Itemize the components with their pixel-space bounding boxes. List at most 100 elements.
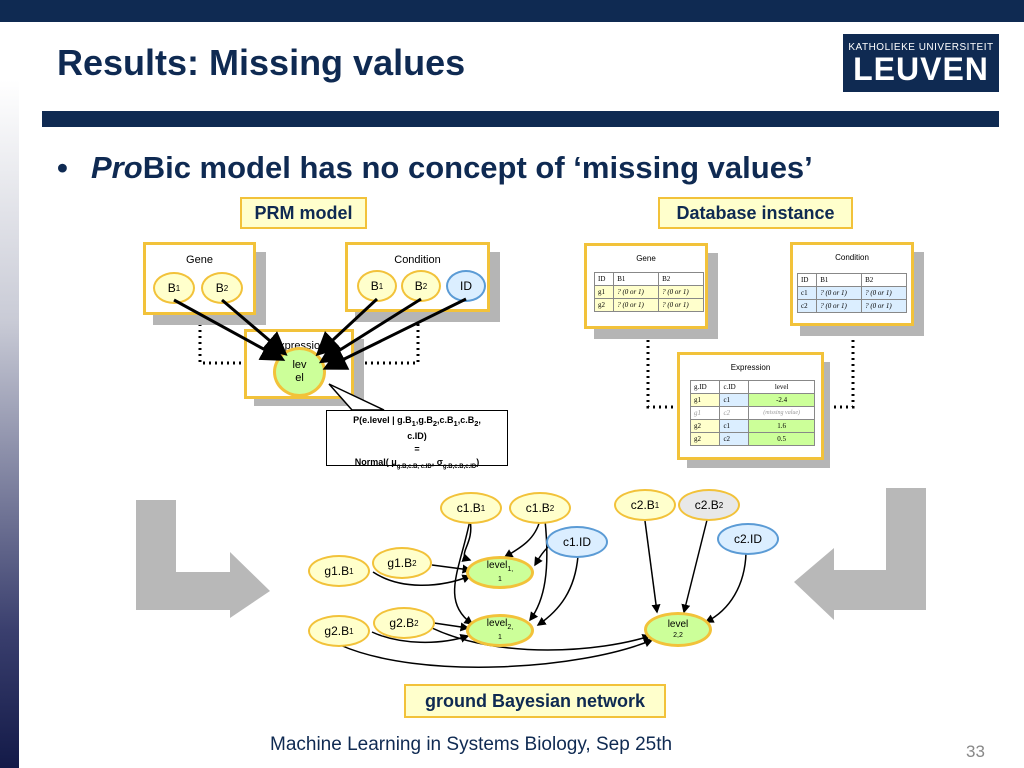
node-label: c1.B: [525, 501, 550, 515]
table-row: ID B1 B2: [796, 273, 907, 287]
node-sub: 1: [378, 281, 384, 291]
node-sub: 2: [412, 558, 417, 568]
f: ): [476, 456, 480, 467]
level-line1: lev: [292, 359, 307, 371]
node-sub: 1: [654, 500, 660, 510]
f: g.B,c.B, c.ID: [396, 463, 432, 470]
bullet-italic: Pro: [91, 150, 143, 185]
node-sub: 2: [549, 503, 555, 513]
prm-condition-id-node: ID: [446, 270, 486, 302]
f: g.B,c.B,c.ID: [442, 463, 477, 470]
node-label: g2.B: [324, 624, 350, 638]
university-logo: KATHOLIEKE UNIVERSITEIT LEUVEN: [843, 34, 999, 92]
db-gene-title: Gene: [636, 254, 656, 263]
table-cell: c2: [796, 299, 818, 313]
node-label: level1,: [487, 560, 514, 575]
left-gradient-strip: [0, 80, 19, 768]
bullet-marker: •: [57, 150, 68, 185]
logo-big-text: LEUVEN: [853, 51, 989, 87]
f: ,g.B: [415, 415, 433, 425]
node-sub: 1: [349, 566, 354, 576]
f: ,c.B: [457, 415, 475, 425]
db-condition-table: ID B1 B2 c1 ? (0 or 1) ? (0 or 1) c2 ? (…: [796, 273, 907, 313]
f: 2: [432, 418, 437, 428]
node-label: g2.B: [389, 616, 415, 630]
f: 1: [453, 418, 458, 428]
node-sub: 2,: [507, 623, 514, 631]
f: Normal( μ: [354, 456, 397, 467]
node-label: B: [370, 279, 379, 293]
table-cell: c1: [719, 393, 750, 407]
node-sub: 2: [414, 618, 419, 628]
f: , σ: [431, 456, 443, 467]
f: ,: [478, 415, 481, 425]
table-cell: ID: [593, 272, 615, 286]
table-row: g.ID c.ID level: [689, 380, 815, 394]
table-cell: c1: [719, 419, 750, 433]
table-cell: ? (0 or 1): [861, 299, 907, 313]
node-label: B: [215, 281, 224, 295]
node-c2-id: c2.ID: [717, 523, 779, 555]
table-row: g2 c1 1.6: [689, 419, 815, 433]
formula-line2: c.ID): [407, 430, 427, 441]
table-cell: ? (0 or 1): [613, 298, 660, 312]
ground-bayesian-network-label: ground Bayesian network: [404, 684, 666, 718]
formula-line3: =: [414, 443, 420, 454]
table-row: c1 ? (0 or 1) ? (0 or 1): [796, 286, 907, 300]
prm-gene-title: Gene: [186, 254, 213, 266]
level-line2: el: [295, 372, 304, 384]
node-sub2: 1: [498, 575, 502, 583]
top-bar: [0, 0, 1024, 22]
node-c1-id: c1.ID: [546, 526, 608, 558]
footer-text: Machine Learning in Systems Biology, Sep…: [270, 734, 673, 755]
node-sub: 1: [480, 503, 486, 513]
bullet-text: Bic model has no concept of ‘missing val…: [142, 150, 813, 185]
header-divider-bar: [42, 111, 999, 127]
formula-line1: P(e.level | g.B1,g.B2,c.B1,c.B2,: [327, 414, 507, 430]
table-cell: g1: [689, 393, 721, 407]
node-level-1-1: level1, 1: [466, 556, 534, 589]
table-row: g2 c2 0.5: [689, 432, 815, 446]
table-cell: g2: [689, 419, 721, 433]
db-condition-title: Condition: [835, 253, 869, 262]
node-sub: 2: [422, 281, 428, 291]
node-label: B: [414, 279, 423, 293]
db-expression-table: g.ID c.ID level g1 c1 -2.4 g1 c2 (missin…: [689, 380, 815, 446]
node-label: level2,: [487, 618, 514, 633]
slide-title: Results: Missing values: [57, 42, 466, 83]
node-sub: 1,: [507, 565, 514, 573]
node-sub: 1: [175, 283, 181, 293]
f: P(e.level | g.B: [353, 415, 412, 425]
node-sub: 2: [223, 283, 229, 293]
right-big-arrow: [794, 488, 926, 620]
formula-line4: Normal( μg.B,c.B, c.ID, σg.B,c.B,c.ID): [327, 456, 507, 474]
node-label: c2.B: [694, 498, 719, 512]
node-text: level: [667, 618, 689, 630]
table-row: c2 ? (0 or 1) ? (0 or 1): [796, 299, 907, 313]
f: ,c.B: [437, 415, 454, 425]
table-row: g1 c1 -2.4: [689, 393, 815, 407]
node-sub: 1: [349, 626, 354, 636]
logo-small-text: KATHOLIEKE UNIVERSITEIT: [848, 42, 994, 53]
bullet-point: • ProBic model has no concept of ‘missing…: [57, 150, 813, 186]
table-row: ID B1 B2: [593, 272, 704, 286]
table-cell: 0.5: [748, 432, 815, 446]
prm-condition-title: Condition: [394, 254, 441, 266]
table-row: g2 ? (0 or 1) ? (0 or 1): [593, 298, 704, 312]
node-sub: 2: [718, 500, 724, 510]
table-cell: ? (0 or 1): [816, 299, 863, 313]
node-label: c1.B: [456, 501, 481, 515]
node-sub2: 2,2: [673, 631, 683, 639]
node-label: B: [167, 281, 176, 295]
